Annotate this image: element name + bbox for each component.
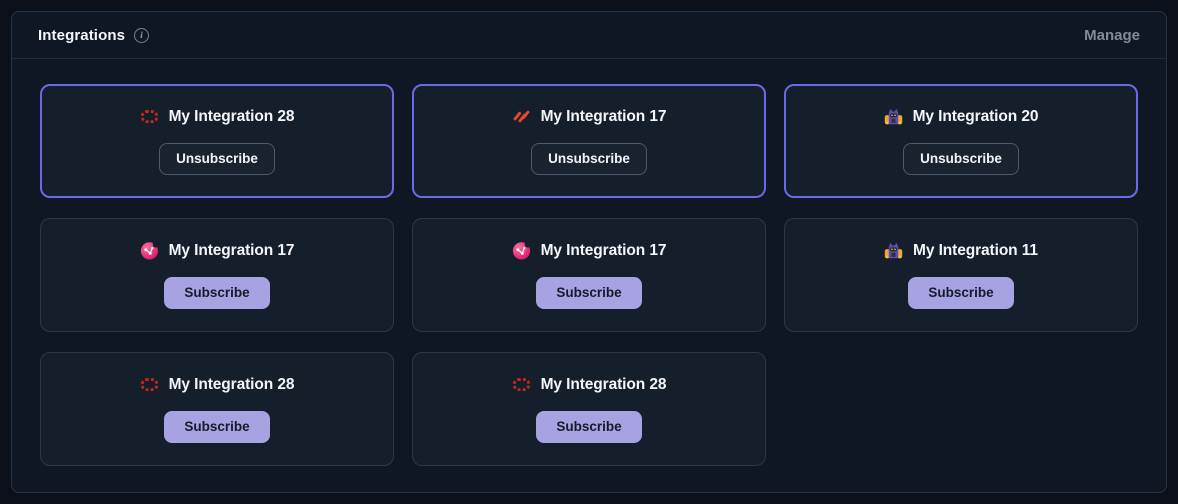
card-title-row: My Integration 17 [512, 107, 667, 126]
subscribe-button[interactable]: Subscribe [164, 411, 270, 443]
card-title-row: My Integration 17 [140, 241, 295, 260]
unsubscribe-button[interactable]: Unsubscribe [531, 143, 647, 175]
integration-title: My Integration 20 [912, 107, 1039, 125]
integrations-panel: Integrations i Manage My Integration 28 … [11, 11, 1167, 493]
integration-title: My Integration 28 [168, 107, 295, 125]
subscribe-button[interactable]: Subscribe [536, 277, 642, 309]
integration-card: My Integration 20 Unsubscribe [784, 84, 1138, 198]
panel-header: Integrations i Manage [12, 12, 1166, 59]
pink-share-icon [140, 241, 159, 260]
integration-title: My Integration 28 [168, 375, 295, 393]
info-icon[interactable]: i [134, 27, 150, 43]
card-title-row: My Integration 28 [140, 107, 295, 126]
red-dashes-icon [512, 375, 531, 394]
card-title-row: My Integration 17 [512, 241, 667, 260]
integration-card: My Integration 28 Subscribe [40, 352, 394, 466]
cards-grid: My Integration 28 Unsubscribe My Integra… [12, 59, 1166, 494]
red-dashes-icon [140, 107, 159, 126]
red-slashes-icon [512, 107, 531, 126]
subscribe-button[interactable]: Subscribe [536, 411, 642, 443]
card-title-row: My Integration 20 [884, 107, 1039, 126]
integration-title: My Integration 17 [540, 241, 667, 259]
integration-title: My Integration 17 [168, 241, 295, 259]
unsubscribe-button[interactable]: Unsubscribe [903, 143, 1019, 175]
subscribe-button[interactable]: Subscribe [164, 277, 270, 309]
unsubscribe-button[interactable]: Unsubscribe [159, 143, 275, 175]
integration-card: My Integration 28 Subscribe [412, 352, 766, 466]
card-title-row: My Integration 28 [512, 375, 667, 394]
pink-share-icon [512, 241, 531, 260]
page-title: Integrations [38, 26, 126, 44]
integration-title: My Integration 28 [540, 375, 667, 393]
card-title-row: My Integration 28 [140, 375, 295, 394]
red-dashes-icon [140, 375, 159, 394]
purple-mascot-icon [884, 107, 903, 126]
integration-card: My Integration 17 Subscribe [40, 218, 394, 332]
card-title-row: My Integration 11 [884, 241, 1038, 260]
purple-mascot-icon [884, 241, 903, 260]
integration-title: My Integration 11 [913, 241, 1038, 259]
subscribe-button[interactable]: Subscribe [908, 277, 1014, 309]
integration-card: My Integration 17 Unsubscribe [412, 84, 766, 198]
manage-button[interactable]: Manage [1084, 26, 1140, 44]
integration-title: My Integration 17 [540, 107, 667, 125]
integration-card: My Integration 28 Unsubscribe [40, 84, 394, 198]
integration-card: My Integration 11 Subscribe [784, 218, 1138, 332]
integration-card: My Integration 17 Subscribe [412, 218, 766, 332]
